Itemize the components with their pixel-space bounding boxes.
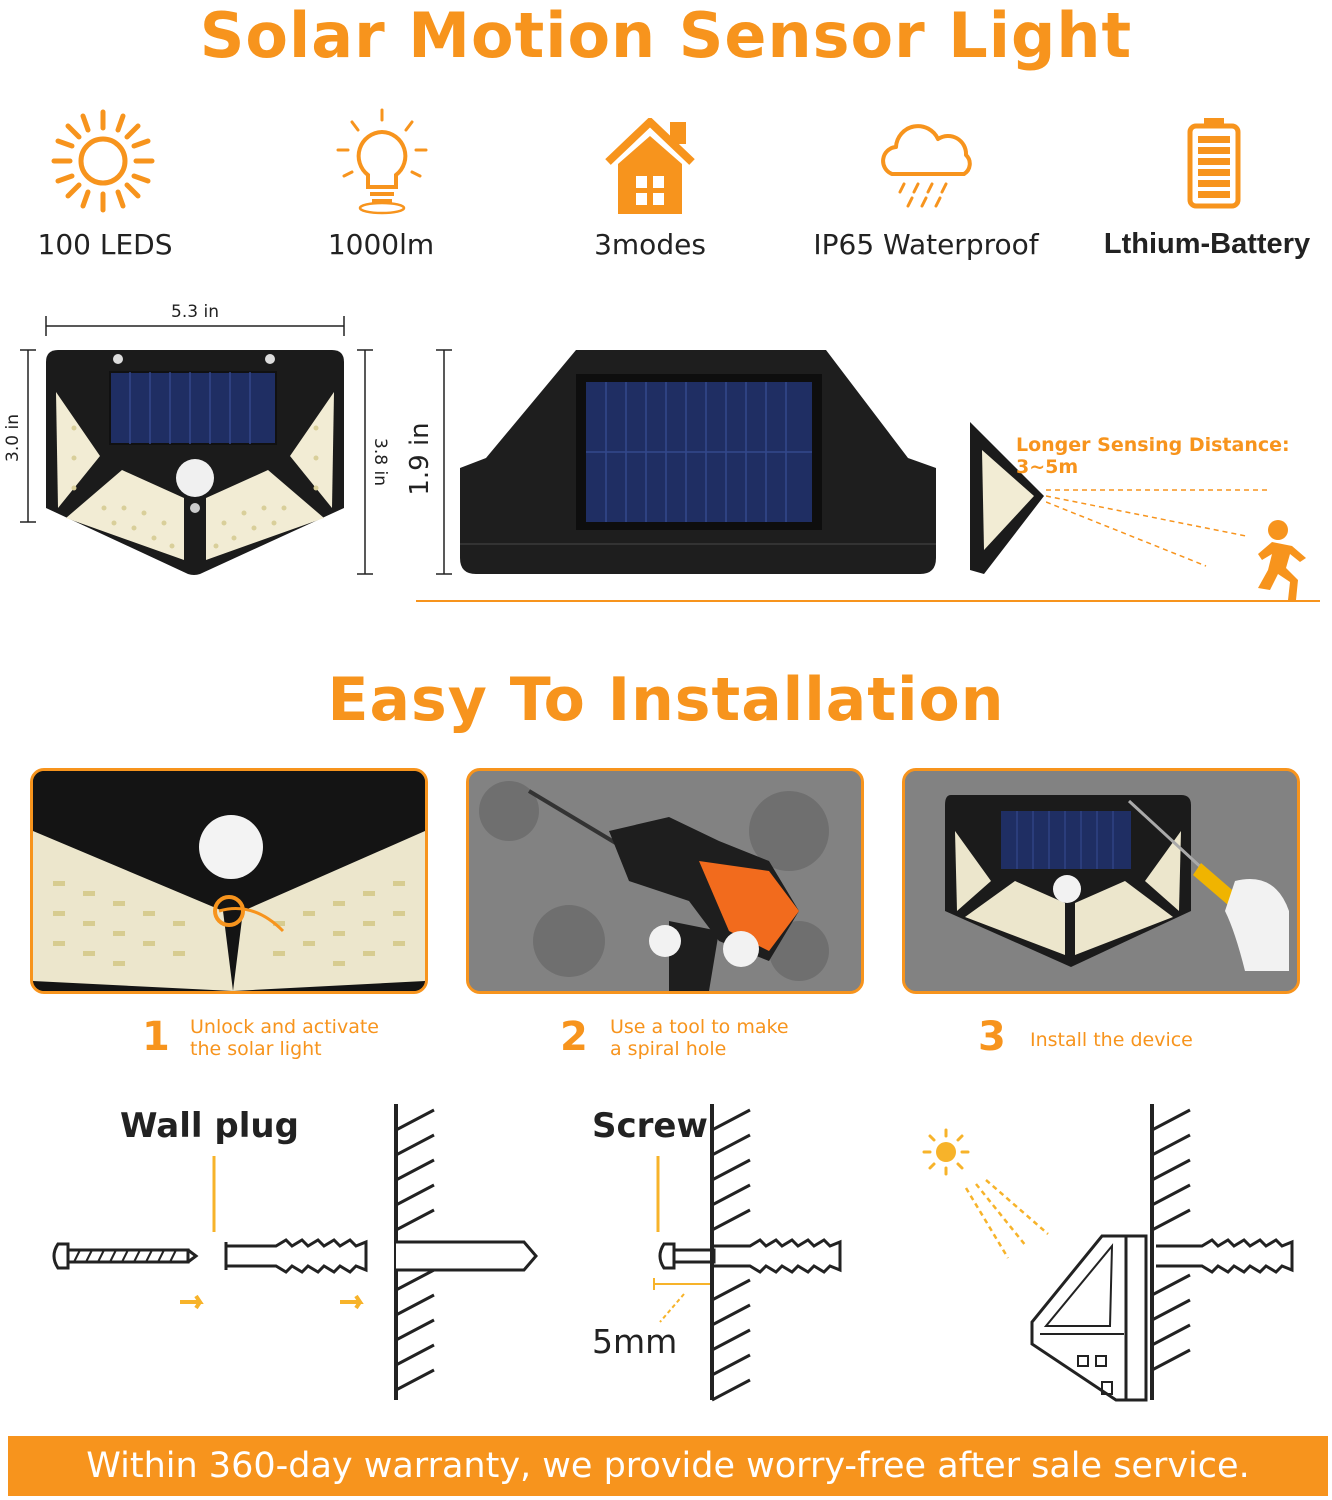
feature-label-modes: 3modes [594, 228, 706, 261]
screw-size-label: 5mm [592, 1322, 678, 1361]
light-bulb-icon [334, 106, 430, 218]
step-1-number: 1 [142, 1014, 170, 1060]
step-1-photo [30, 768, 428, 994]
screw-label: Screw [592, 1106, 708, 1146]
feature-label-waterproof: IP65 Waterproof [813, 228, 1039, 261]
house-icon [604, 116, 696, 216]
wall-plug-diagram [40, 1100, 550, 1406]
height-label-left: 3.0 in [3, 414, 23, 462]
feature-label-leds: 100 LEDS [37, 228, 173, 261]
step-3-photo [902, 768, 1300, 994]
product-side-image [964, 420, 1054, 576]
battery-icon [1184, 116, 1244, 210]
feature-label-lumens: 1000lm [327, 228, 435, 261]
sensing-beam-lines [1045, 476, 1272, 576]
install-section-title: Easy To Installation [327, 665, 1005, 735]
rain-cloud-icon [874, 122, 980, 212]
step-2-text-line2: a spiral hole [610, 1038, 727, 1060]
height-dimension-line-left [18, 344, 38, 528]
product-top-image [456, 348, 940, 578]
height-dimension-line-right [355, 344, 375, 580]
wall-plug-label: Wall plug [120, 1106, 299, 1146]
product-front-image [44, 348, 346, 576]
warranty-text: Within 360-day warranty, we provide worr… [86, 1446, 1250, 1486]
ground-line [416, 600, 1320, 602]
step-1-text-line1: Unlock and activate [190, 1016, 379, 1038]
depth-label: 1.9 in [405, 422, 435, 496]
step-3-text-line1: Install the device [1030, 1029, 1193, 1051]
warranty-banner [8, 1436, 1328, 1496]
height-label-right: 3.8 in [370, 438, 390, 486]
sun-icon [50, 108, 156, 214]
sensing-distance-label: Longer Sensing Distance: 3~5m [1016, 434, 1290, 478]
step-2-number: 2 [560, 1014, 588, 1060]
step-1-text-line2: the solar light [190, 1038, 322, 1060]
step-3-number: 3 [978, 1014, 1006, 1060]
width-label: 5.3 in [171, 302, 219, 322]
step-2-text-line1: Use a tool to make [610, 1016, 789, 1038]
installed-light-diagram [912, 1100, 1312, 1406]
feature-label-battery: Lthium-Battery [1103, 228, 1311, 260]
width-dimension-line [40, 300, 350, 340]
page-title: Solar Motion Sensor Light [199, 0, 1133, 72]
step-2-photo [466, 768, 864, 994]
depth-dimension-line [434, 344, 454, 580]
screw-diagram [640, 1100, 880, 1406]
running-person-icon [1252, 518, 1322, 602]
